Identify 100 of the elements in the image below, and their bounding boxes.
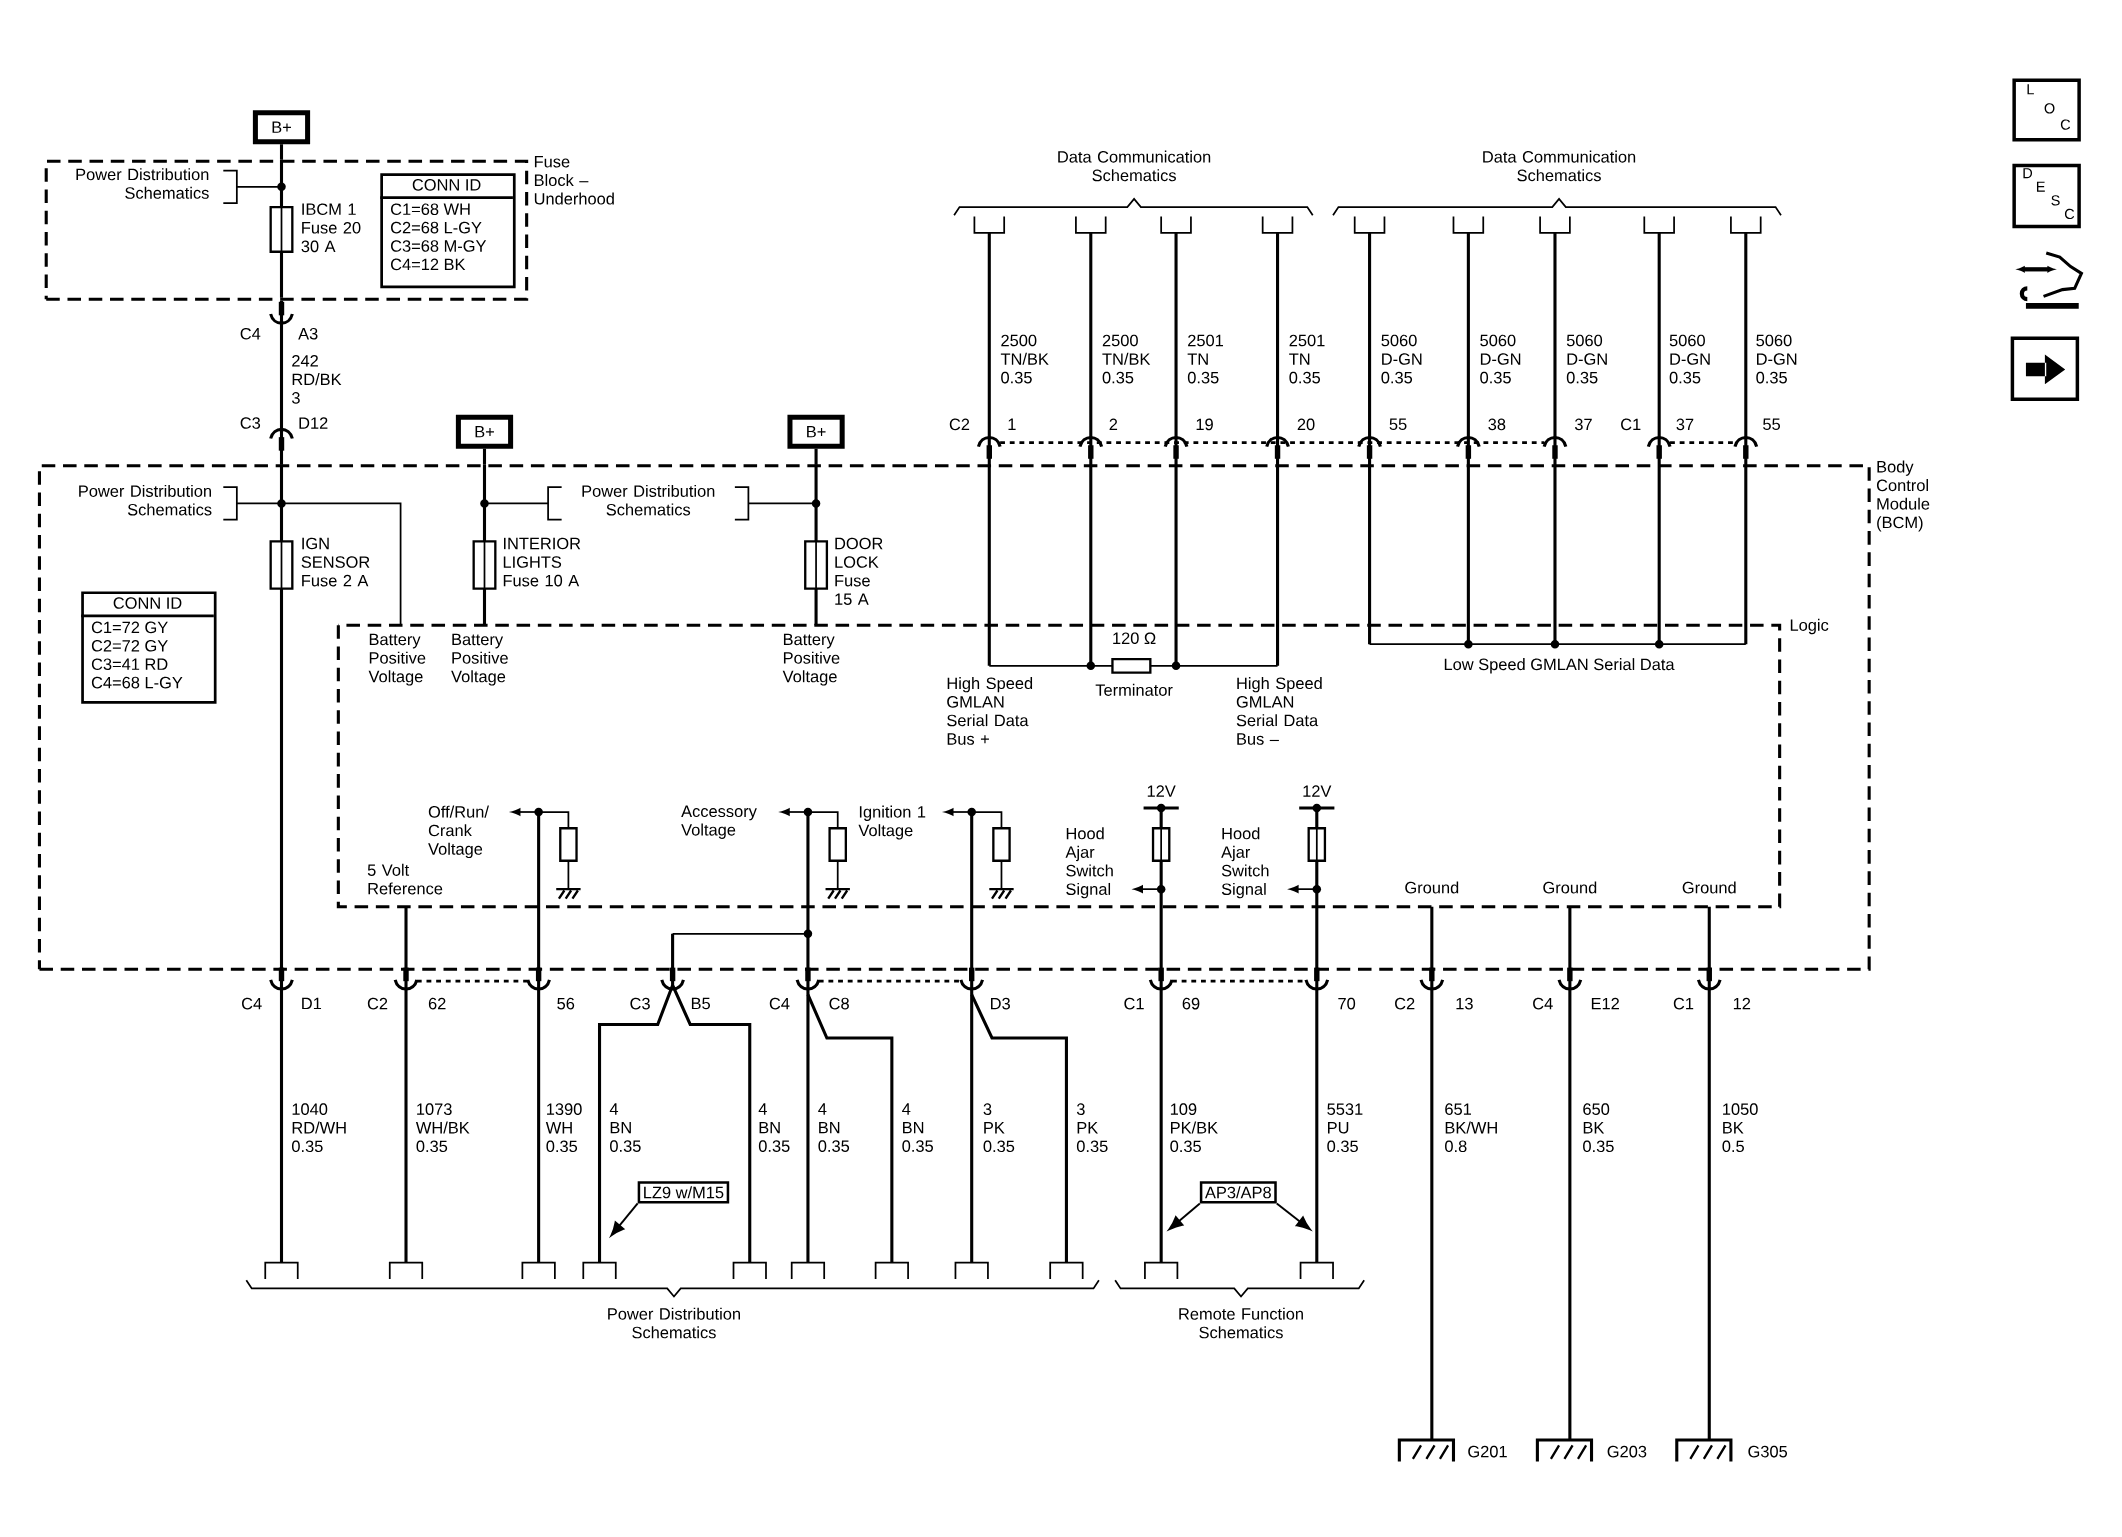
pin-label: 2: [1109, 418, 1118, 430]
pin-label: 19: [1196, 418, 1213, 430]
signal-label: Accessory Voltage: [681, 805, 757, 839]
pin-label: 69: [1182, 997, 1200, 1010]
pin-label: 13: [1456, 997, 1473, 1010]
leader-arrow: [610, 1202, 639, 1237]
wire: [279, 300, 284, 464]
wire-label: 2500 TN/BK 0.35: [1000, 334, 1049, 384]
pin-label: B5: [691, 997, 710, 1010]
reference-label: Power Distribution Schematics: [76, 168, 209, 199]
wire-label: 650 BK 0.35: [1583, 1103, 1614, 1152]
pin-label: 55: [1763, 418, 1781, 430]
wire-label: 651 BK/WH 0.8: [1445, 1103, 1497, 1152]
wire-label: 4 BN 0.35: [609, 1103, 641, 1152]
signal-label: Ground: [1405, 881, 1459, 894]
pin-label: 1: [1008, 418, 1016, 430]
wire-label: 1040 RD/WH 0.35: [292, 1103, 346, 1152]
wire-label: 1390 WH 0.35: [545, 1103, 582, 1152]
node-label: Body Control Module (BCM): [1876, 460, 1930, 532]
wire: [279, 144, 284, 160]
wire-label: 5060 D-GN 0.35: [1756, 334, 1797, 384]
wire-label: 5060 D-GN 0.35: [1381, 334, 1422, 384]
connector-label: C1: [1621, 418, 1641, 430]
connector-label: C4: [242, 997, 262, 1010]
power-source-box: B+: [455, 414, 514, 449]
signal-label: Ground: [1682, 881, 1736, 894]
pin-label: C8: [829, 997, 849, 1010]
connector-label: C1: [1673, 997, 1694, 1010]
pin-label: E12: [1591, 997, 1619, 1010]
wire-label: 3 PK 0.35: [983, 1103, 1015, 1152]
signal-label: Ground: [1543, 881, 1597, 894]
signal-label: Battery Positive Voltage: [368, 633, 426, 686]
wire-label: 4 BN 0.35: [902, 1103, 933, 1152]
wire-label: 2501 TN 0.35: [1187, 334, 1223, 384]
pin-label: 38: [1488, 418, 1506, 430]
signal-label: High Speed GMLAN Serial Data Bus +: [947, 676, 1033, 745]
wire-label: 5531 PU 0.35: [1327, 1103, 1363, 1152]
power-source-box: B+: [787, 414, 845, 449]
node-label: Fuse Block – Underhood: [534, 155, 614, 205]
signal-label: 5 Volt Reference: [367, 863, 443, 895]
option-tag: AP3/AP8: [1199, 1180, 1277, 1204]
wire-label: 5060 D-GN 0.35: [1669, 334, 1710, 384]
reference-label: Power Distribution Schematics: [582, 484, 715, 516]
reference-label: Power Distribution Schematics: [608, 1307, 740, 1339]
wire-label: 109 PK/BK 0.35: [1170, 1103, 1218, 1152]
pin-label: 56: [557, 997, 575, 1010]
pin-label: D1: [302, 997, 322, 1009]
signal-label: High Speed GMLAN Serial Data Bus –: [1236, 676, 1322, 745]
connector-label: C4: [1533, 997, 1553, 1010]
wire-label: 5060 D-GN 0.35: [1480, 334, 1521, 384]
wire-label: 2501 TN 0.35: [1289, 334, 1325, 384]
connector-label: C4: [769, 997, 790, 1010]
wire-label: 1050 BK 0.5: [1722, 1103, 1758, 1152]
pin-label: 70: [1338, 997, 1356, 1010]
connector-label: C2: [1395, 997, 1415, 1010]
pin-label: 62: [428, 997, 446, 1010]
pin-label: 12: [1733, 997, 1751, 1010]
ground-label: G203: [1607, 1445, 1647, 1458]
pin-label: 20: [1297, 418, 1315, 430]
connector-id-table: CONN ID C1=68 WH C2=68 L-GY C3=68 M-GY C4=12 BK: [380, 173, 516, 289]
wire-label: 5060 D-GN 0.35: [1566, 334, 1607, 384]
signal-label: Battery Positive Voltage: [451, 633, 508, 686]
connector-id-table: CONN ID C1=72 GY C2=72 GY C3=41 RD C4=68 L-GY: [81, 591, 217, 704]
connector-label: C1: [1124, 997, 1144, 1010]
reference-label: Data Communication Schematics: [1483, 150, 1636, 182]
signal-label: Ignition 1 Voltage: [858, 805, 926, 840]
connector-label: D12: [299, 417, 328, 429]
fuse-label: INTERIOR LIGHTS Fuse 10 A: [503, 537, 581, 587]
voltage-label: 12V: [1303, 785, 1332, 797]
fuse-label: IBCM 1 Fuse 20 30 A: [301, 203, 361, 252]
signal-label: Battery Positive Voltage: [782, 633, 840, 686]
reference-label: Data Communication Schematics: [1058, 150, 1211, 182]
leader-arrow: [1168, 1202, 1201, 1230]
signal-label: Low Speed GMLAN Serial Data: [1444, 657, 1675, 674]
wire-label: 2500 TN/BK 0.35: [1102, 334, 1151, 384]
connector-label: C2: [367, 997, 388, 1010]
ground-label: G201: [1468, 1445, 1507, 1458]
connector-label: C4: [240, 327, 261, 340]
wire-label: 4 BN 0.35: [758, 1103, 790, 1152]
pin-label: D3: [991, 997, 1010, 1010]
component-label: Logic: [1790, 618, 1829, 634]
option-tag: LZ9 w/M15: [637, 1180, 730, 1204]
connector-label: C3: [630, 997, 650, 1010]
wire-label: 242 RD/BK 3: [292, 354, 342, 404]
leader-arrow: [1275, 1202, 1311, 1230]
fuse-label: IGN SENSOR Fuse 2 A: [301, 537, 370, 587]
wire-label: 3 PK 0.35: [1076, 1103, 1108, 1152]
reference-label: Remote Function Schematics: [1179, 1307, 1303, 1339]
pin-label: 55: [1389, 418, 1407, 430]
reference-label: Power Distribution Schematics: [79, 484, 212, 516]
component-label: Terminator: [1095, 683, 1173, 696]
signal-label: Hood Ajar Switch Signal: [1065, 827, 1113, 899]
signal-label: Off/Run/ Crank Voltage: [428, 805, 489, 858]
voltage-label: 12V: [1147, 785, 1176, 797]
resistor-label: 120 Ω: [1113, 632, 1156, 644]
wire: [814, 448, 818, 464]
connector-label: C3: [240, 417, 261, 429]
wire-label: 4 BN 0.35: [818, 1103, 850, 1152]
pin-label: 37: [1574, 418, 1592, 430]
ground-label: G305: [1748, 1445, 1788, 1458]
